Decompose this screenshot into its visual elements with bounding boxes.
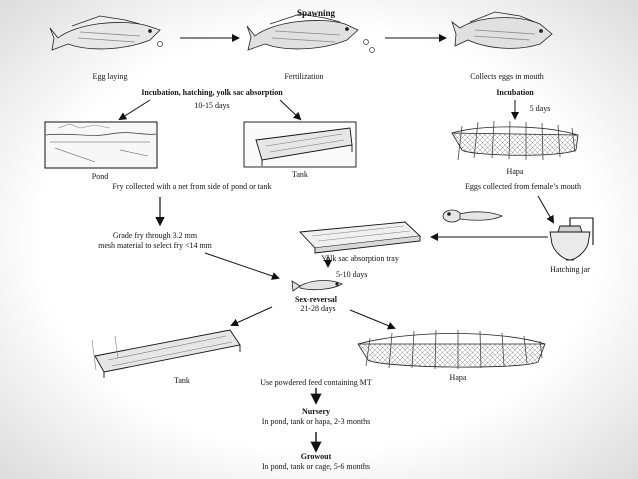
- label-nursery: Nursery: [302, 407, 330, 416]
- hatching-jar-illustration: [549, 217, 594, 261]
- label-days-21-28: 21-28 days: [300, 304, 336, 313]
- larva-icon: [442, 209, 503, 223]
- label-tank-top: Tank: [292, 170, 308, 179]
- label-eggs-collected: Eggs collected from female’s mouth: [465, 182, 581, 191]
- label-growout: Growout: [300, 452, 332, 461]
- label-pond: Pond: [91, 172, 109, 181]
- label-tank-bottom: Tank: [174, 376, 190, 385]
- pond-illustration: [44, 121, 158, 169]
- label-fertilization: Fertilization: [284, 72, 324, 81]
- label-egg-laying: Egg laying: [92, 72, 128, 81]
- arrow-to-hapa-bottom: [349, 309, 396, 330]
- label-days-5-10: 5-10 days: [336, 270, 368, 279]
- fish-egg-laying-icon: [49, 15, 161, 51]
- label-hapa-bottom: Hapa: [449, 373, 467, 382]
- yolk-sac-tray-illustration: [299, 221, 422, 254]
- label-yolk-sac-tray: Yolk sac absorption tray: [321, 254, 399, 263]
- hapa-bottom-illustration: [357, 329, 546, 370]
- label-fry-collected: Fry collected with a net from side of po…: [112, 182, 272, 191]
- label-nursery-desc: In pond, tank or hapa, 2-3 months: [261, 417, 371, 426]
- arrow-grade-to-sexreversal: [204, 252, 280, 280]
- arrow-to-tank: [279, 99, 302, 121]
- label-hatching-jar: Hatching jar: [550, 265, 590, 274]
- arrow-to-pond: [118, 99, 151, 121]
- label-growout-desc: In pond, tank or cage, 5-6 months: [262, 462, 370, 471]
- diagram-title: Spawning: [296, 8, 336, 18]
- fry-icon: [291, 280, 343, 292]
- label-grade-fry-1: Grade fry through 3.2 mm: [112, 231, 198, 240]
- label-collects-eggs: Collects eggs in mouth: [470, 72, 544, 81]
- label-days-10-15: 10-15 days: [194, 101, 230, 110]
- tank-bottom-illustration: [91, 329, 241, 378]
- label-powdered-feed: Use powdered feed containing MT: [260, 378, 372, 387]
- label-hapa-top: Hapa: [506, 167, 524, 176]
- arrow-to-tank-bottom: [230, 306, 273, 327]
- label-stage-incubation: Incubation: [496, 88, 534, 97]
- arrow-eggs-to-jar: [537, 195, 554, 224]
- label-days-5: 5 days: [529, 104, 551, 113]
- label-stage-incubation-hatching: Incubation, hatching, yolk sac absorptio…: [141, 88, 283, 97]
- gender-symbols-icon: [157, 39, 375, 53]
- label-sex-reversal: Sex-reversal: [294, 295, 338, 304]
- tank-top-illustration: [243, 121, 357, 168]
- fish-mouthbrooding-icon: [451, 11, 553, 49]
- label-grade-fry-2: mesh material to select fry <14 mm: [98, 241, 212, 250]
- fish-fertilization-icon: [246, 13, 359, 51]
- hapa-top-illustration: [451, 120, 579, 161]
